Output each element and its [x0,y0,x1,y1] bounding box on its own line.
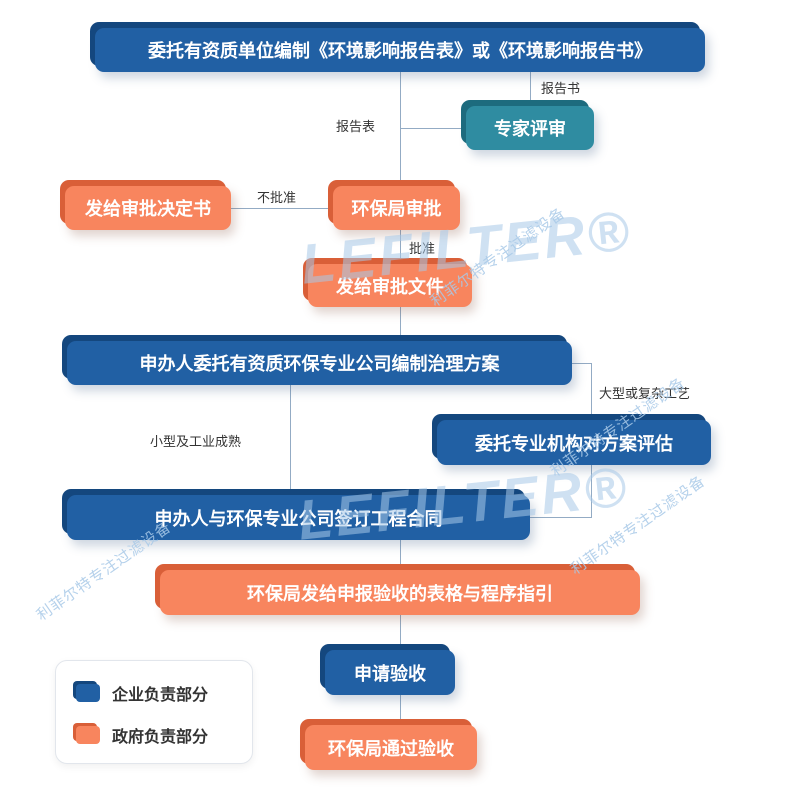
connector-line [530,517,592,518]
edge-label-not-approved: 不批准 [257,190,297,205]
flow-node-treatment-plan: 申办人委托有资质环保专业公司编制治理方案 [67,341,572,385]
legend-item-government: 政府负责部分 [76,723,208,747]
connector-line [400,128,466,129]
connector-line [400,230,401,264]
legend-label-enterprise: 企业负责部分 [112,687,209,704]
connector-line [530,72,531,106]
legend: 企业负责部分 政府负责部分 [55,660,253,764]
connector-line [400,615,401,650]
edge-label-small-mature: 小型及工业成熟 [150,434,242,449]
edge-label-report-form: 报告表 [336,119,376,134]
flow-node-acceptance-guide: 环保局发给申报验收的表格与程序指引 [160,570,640,615]
legend-item-enterprise: 企业负责部分 [76,681,208,705]
connector-line [572,363,592,364]
legend-label-government: 政府负责部分 [112,729,209,746]
flow-node-issue-approval-doc: 发给审批文件 [308,264,472,307]
legend-swatch-orange [76,726,100,744]
legend-swatch-blue [76,684,100,702]
flow-node-pass-acceptance: 环保局通过验收 [305,725,477,770]
connector-line [400,695,401,725]
slogan-watermark: 利菲尔特专注过滤设备 [567,472,709,579]
flow-node-plan-evaluation: 委托专业机构对方案评估 [437,420,711,465]
edge-label-report-book: 报告书 [541,81,581,96]
edge-label-large-complex: 大型或复杂工艺 [599,386,691,401]
edge-label-approved: 批准 [409,241,436,256]
connector-line [591,465,592,518]
flow-node-entrust-report: 委托有资质单位编制《环境影响报告表》或《环境影响报告书》 [95,28,705,72]
connector-line [591,363,592,420]
connector-line [290,385,291,495]
flow-node-approval-decision: 发给审批决定书 [65,186,231,230]
connector-line [400,307,401,341]
flow-node-expert-review: 专家评审 [466,106,594,150]
connector-line [400,540,401,570]
connector-line [400,72,401,186]
flow-node-epb-review: 环保局审批 [333,186,460,230]
connector-line [231,208,333,209]
flow-node-sign-contract: 申办人与环保专业公司签订工程合同 [67,495,530,540]
flow-node-apply-acceptance: 申请验收 [325,650,455,695]
